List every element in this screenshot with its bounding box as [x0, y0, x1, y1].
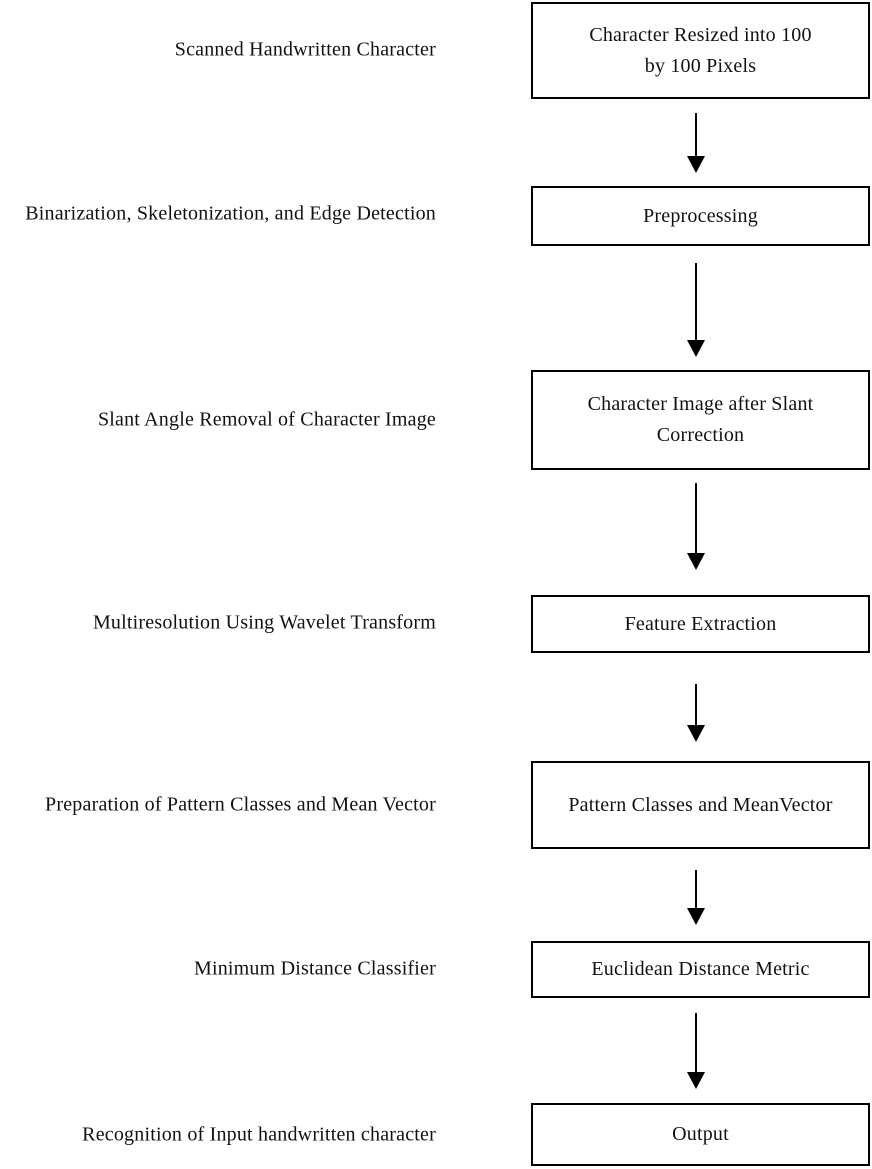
box-text-line: Feature Extraction — [624, 612, 777, 635]
box-text-line: Pattern Classes and MeanVector — [568, 793, 833, 816]
box-text-line: by 100 Pixels — [644, 54, 757, 77]
box-text-line: Preprocessing — [643, 204, 758, 227]
box-text-line: Correction — [656, 424, 745, 446]
step-7-side-label: Recognition of Input handwritten charact… — [82, 1123, 436, 1146]
step-2-process-box: Preprocessing — [531, 186, 870, 246]
flow-arrow-5-down-icon — [687, 870, 705, 925]
flow-arrow-6-down-icon — [687, 1013, 705, 1089]
box-text-line: Character Resized into 100 — [589, 23, 812, 46]
arrow-shaft — [695, 483, 697, 557]
step-6-process-box: Euclidean Distance Metric — [531, 941, 870, 998]
step-7-process-box: Output — [531, 1103, 870, 1166]
flow-arrow-2-down-icon — [687, 263, 705, 357]
step-1-process-box: Character Resized into 100 by 100 Pixels — [531, 2, 870, 99]
arrow-shaft — [695, 113, 697, 160]
arrow-head — [687, 908, 705, 925]
step-6-side-label: Minimum Distance Classifier — [193, 957, 436, 980]
arrow-head — [687, 1072, 705, 1089]
arrow-head — [687, 156, 705, 173]
arrow-head — [687, 340, 705, 357]
arrow-shaft — [695, 870, 697, 912]
step-3-process-box: Character Image after Slant Correction — [531, 370, 870, 470]
step-3-side-label: Slant Angle Removal of Character Image — [97, 408, 436, 431]
step-5-process-box: Pattern Classes and MeanVector — [531, 761, 870, 849]
arrow-head — [687, 725, 705, 742]
arrow-shaft — [695, 684, 697, 729]
flow-arrow-3-down-icon — [687, 483, 705, 570]
arrow-shaft — [695, 1013, 697, 1076]
box-text-line: Output — [672, 1123, 729, 1145]
step-2-side-label: Binarization, Skeletonization, and Edge … — [25, 202, 436, 225]
arrow-head — [687, 553, 705, 570]
flow-arrow-4-down-icon — [687, 684, 705, 742]
flow-arrow-1-down-icon — [687, 113, 705, 173]
step-5-side-label: Preparation of Pattern Classes and Mean … — [45, 793, 436, 816]
box-text-line: Character Image after Slant — [587, 393, 814, 415]
box-text-line: Euclidean Distance Metric — [591, 958, 810, 980]
step-4-side-label: Multiresolution Using Wavelet Transform — [92, 611, 436, 634]
step-1-side-label: Scanned Handwritten Character — [174, 38, 436, 61]
step-4-process-box: Feature Extraction — [531, 595, 870, 653]
arrow-shaft — [695, 263, 697, 344]
